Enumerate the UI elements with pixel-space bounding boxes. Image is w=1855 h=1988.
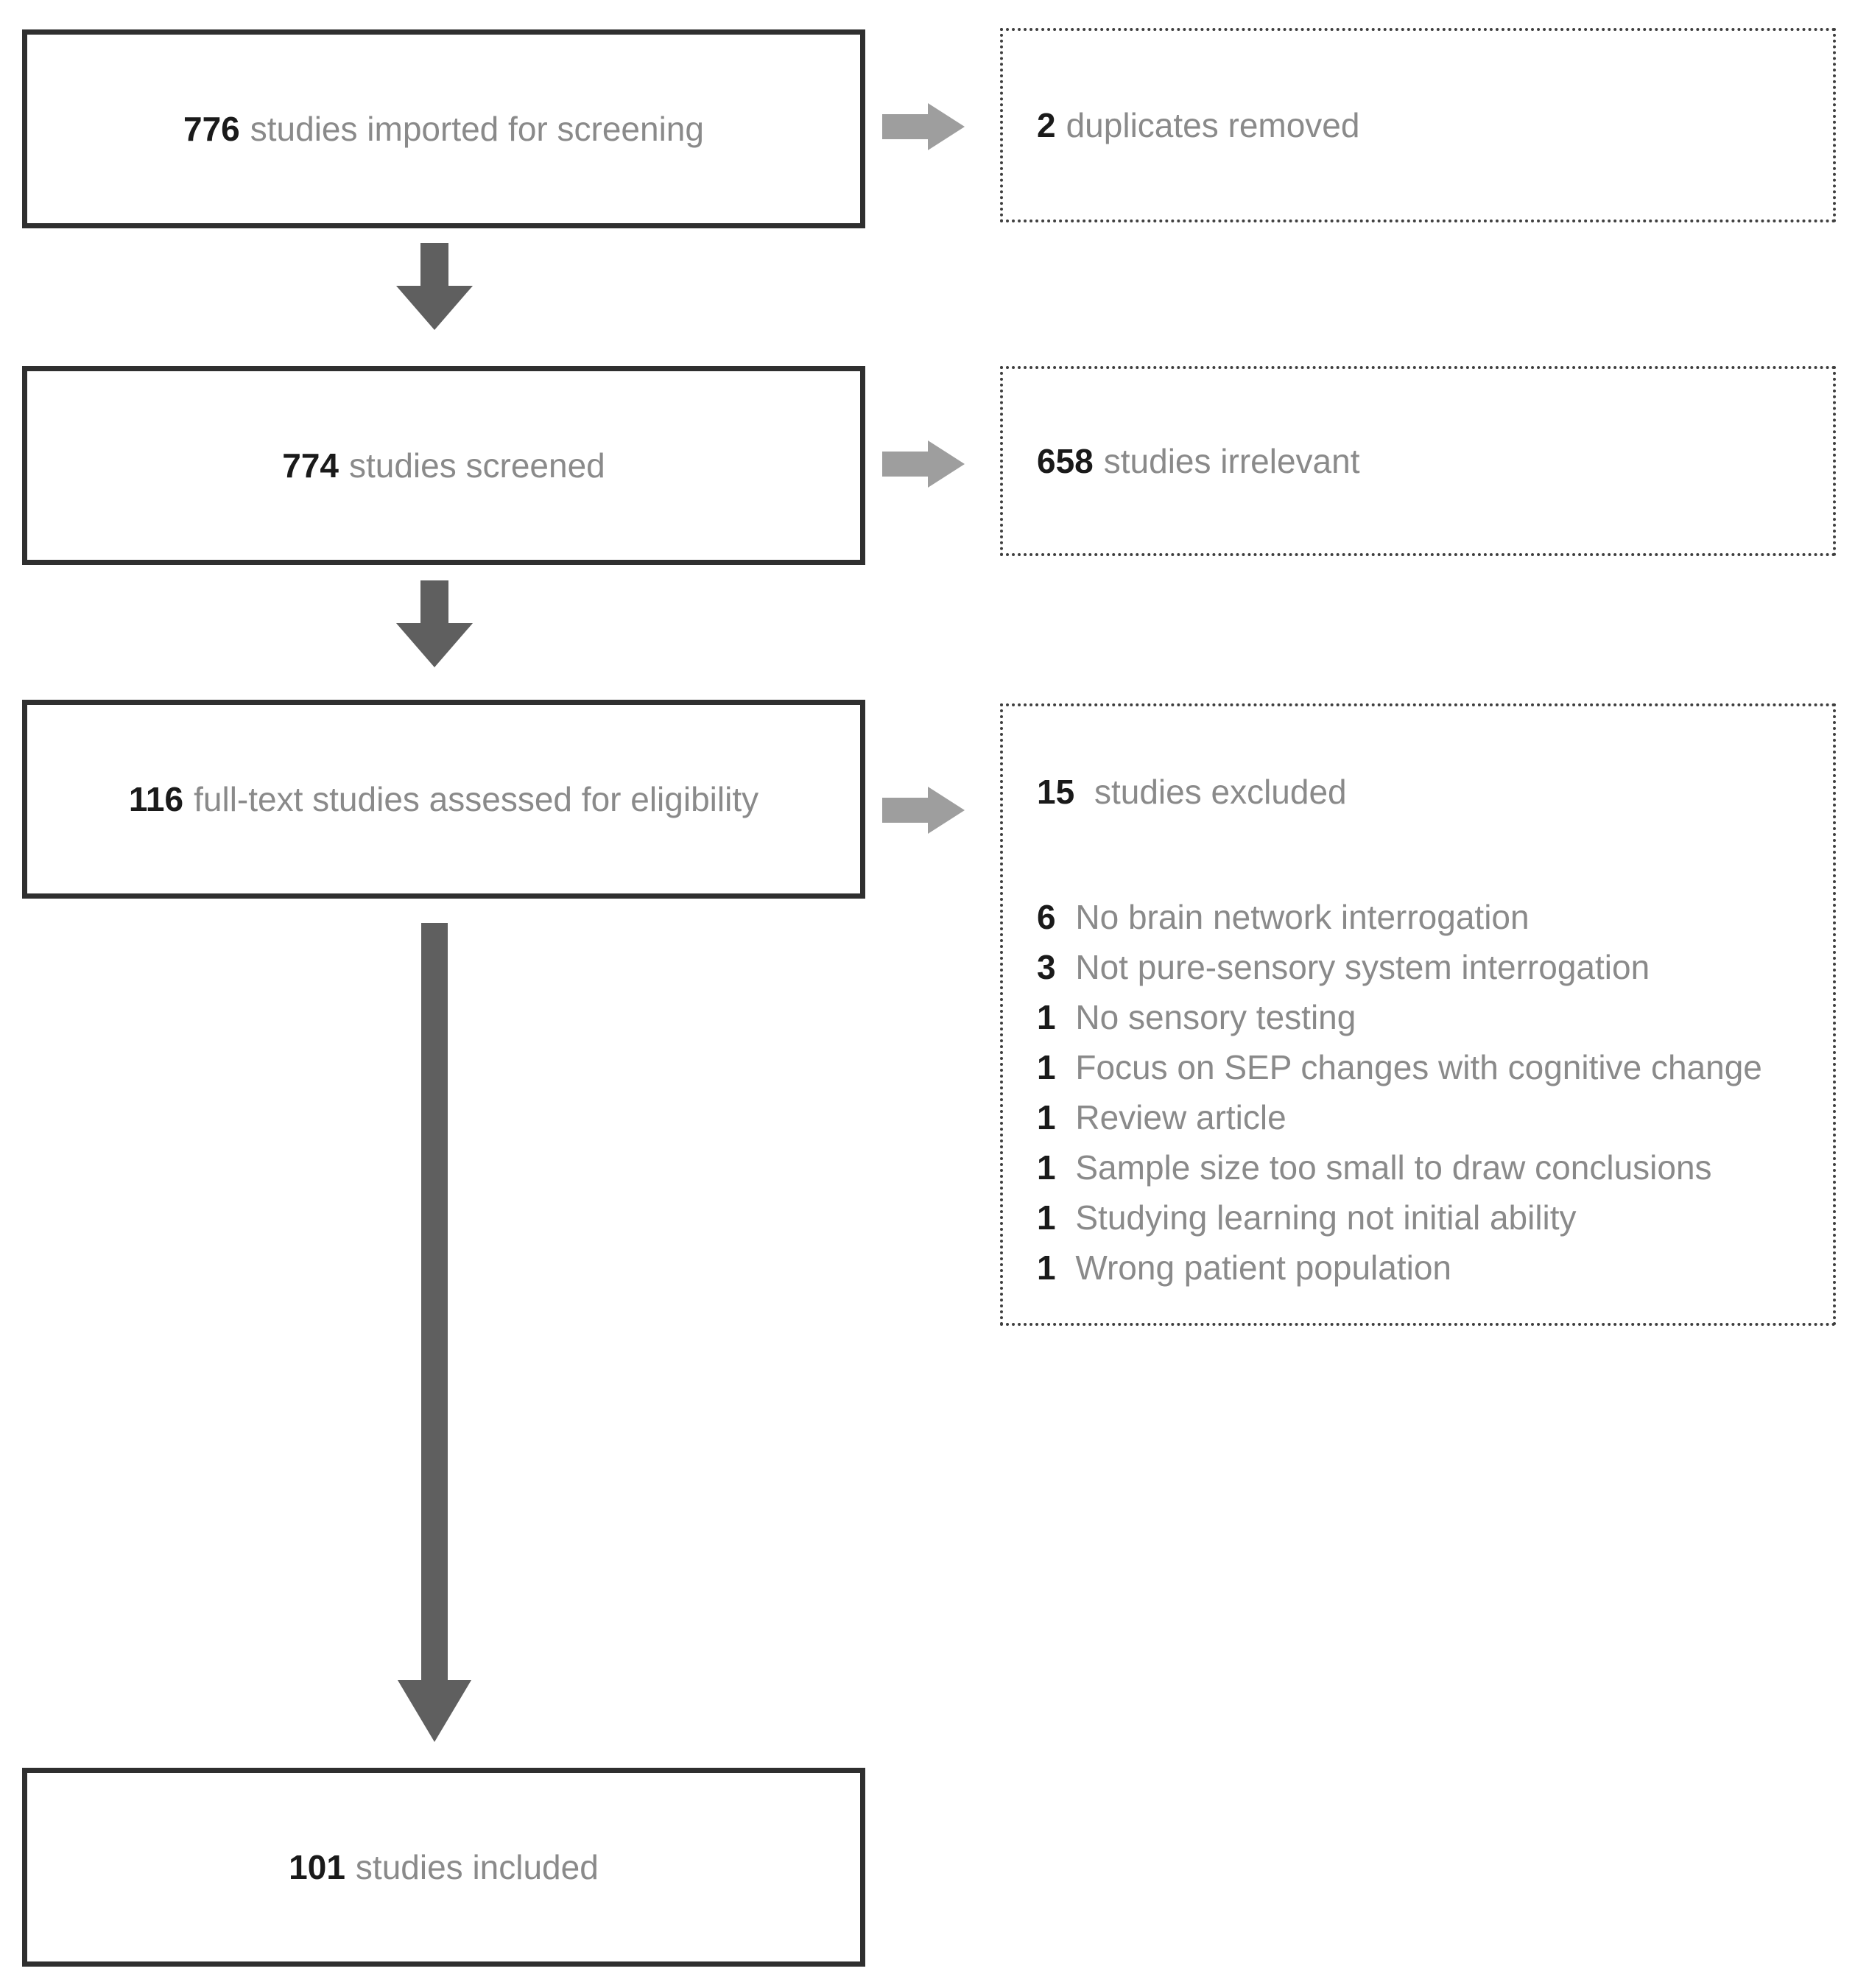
duplicates-removed-count: 2 xyxy=(1037,106,1056,144)
exclusion-reason-list: 6 No brain network interrogation 3 Not p… xyxy=(1037,892,1799,1293)
right-arrow-icon xyxy=(882,103,965,150)
arrow-shaft xyxy=(420,580,448,623)
arrow-head xyxy=(396,623,473,667)
right-arrow-icon xyxy=(882,787,965,834)
reason-label: Sample size too small to draw conclusion… xyxy=(1075,1148,1712,1187)
exclusion-reason-item: 1 Focus on SEP changes with cognitive ch… xyxy=(1037,1042,1799,1092)
down-arrow-long-icon xyxy=(398,923,471,1742)
exclusion-reason-item: 1 Sample size too small to draw conclusi… xyxy=(1037,1142,1799,1193)
box-studies-excluded: 15 studies excluded 6 No brain network i… xyxy=(1000,703,1836,1326)
studies-excluded-label: studies excluded xyxy=(1094,773,1347,811)
reason-count: 3 xyxy=(1037,948,1056,986)
box-studies-included: 101 studies included xyxy=(22,1768,865,1967)
reason-count: 1 xyxy=(1037,998,1056,1036)
arrow-head xyxy=(928,103,965,150)
exclusion-reason-item: 1 Wrong patient population xyxy=(1037,1243,1799,1293)
arrow-shaft xyxy=(421,923,448,1680)
studies-included-count: 101 xyxy=(289,1848,345,1886)
arrow-head xyxy=(928,787,965,834)
arrow-shaft xyxy=(882,114,928,139)
arrow-shaft xyxy=(420,243,448,286)
studies-excluded-heading: 15 studies excluded xyxy=(1037,771,1799,812)
reason-label: Wrong patient population xyxy=(1075,1248,1452,1287)
box-fulltext-assessed: 116 full-text studies assessed for eligi… xyxy=(22,700,865,899)
down-arrow-icon xyxy=(396,580,473,667)
exclusion-reason-item: 6 No brain network interrogation xyxy=(1037,892,1799,942)
exclusion-reason-item: 1 Studying learning not initial ability xyxy=(1037,1193,1799,1243)
reason-count: 1 xyxy=(1037,1098,1056,1137)
studies-screened-label: studies screened xyxy=(348,446,605,485)
arrow-shaft xyxy=(882,798,928,823)
studies-imported-count: 776 xyxy=(183,110,240,148)
exclusion-reason-item: 3 Not pure-sensory system interrogation xyxy=(1037,942,1799,992)
studies-imported-label: studies imported for screening xyxy=(250,110,704,148)
reason-label: No brain network interrogation xyxy=(1075,898,1530,936)
right-arrow-icon xyxy=(882,440,965,488)
reason-label: Not pure-sensory system interrogation xyxy=(1075,948,1650,986)
box-studies-imported: 776 studies imported for screening xyxy=(22,29,865,228)
exclusion-reason-item: 1 Review article xyxy=(1037,1092,1799,1142)
exclusion-reason-item: 1 No sensory testing xyxy=(1037,992,1799,1042)
arrow-head xyxy=(398,1680,471,1742)
arrow-head xyxy=(396,286,473,330)
box-studies-screened: 774 studies screened xyxy=(22,366,865,565)
reason-label: Studying learning not initial ability xyxy=(1075,1198,1577,1237)
fulltext-assessed-label: full-text studies assessed for eligibili… xyxy=(194,780,759,818)
reason-count: 6 xyxy=(1037,898,1056,936)
reason-label: Focus on SEP changes with cognitive chan… xyxy=(1075,1048,1762,1086)
reason-label: No sensory testing xyxy=(1075,998,1356,1036)
down-arrow-icon xyxy=(396,243,473,330)
arrow-shaft xyxy=(882,452,928,477)
reason-label: Review article xyxy=(1075,1098,1286,1137)
studies-included-label: studies included xyxy=(355,1848,599,1886)
reason-count: 1 xyxy=(1037,1048,1056,1086)
duplicates-removed-label: duplicates removed xyxy=(1066,106,1360,144)
studies-irrelevant-count: 658 xyxy=(1037,442,1094,480)
studies-excluded-count: 15 xyxy=(1037,773,1075,811)
reason-count: 1 xyxy=(1037,1148,1056,1187)
box-studies-irrelevant: 658 studies irrelevant xyxy=(1000,366,1836,556)
studies-screened-count: 774 xyxy=(282,446,339,485)
studies-irrelevant-label: studies irrelevant xyxy=(1103,442,1360,480)
reason-count: 1 xyxy=(1037,1248,1056,1287)
box-duplicates-removed: 2 duplicates removed xyxy=(1000,28,1836,222)
fulltext-assessed-count: 116 xyxy=(128,780,184,818)
arrow-head xyxy=(928,440,965,488)
reason-count: 1 xyxy=(1037,1198,1056,1237)
